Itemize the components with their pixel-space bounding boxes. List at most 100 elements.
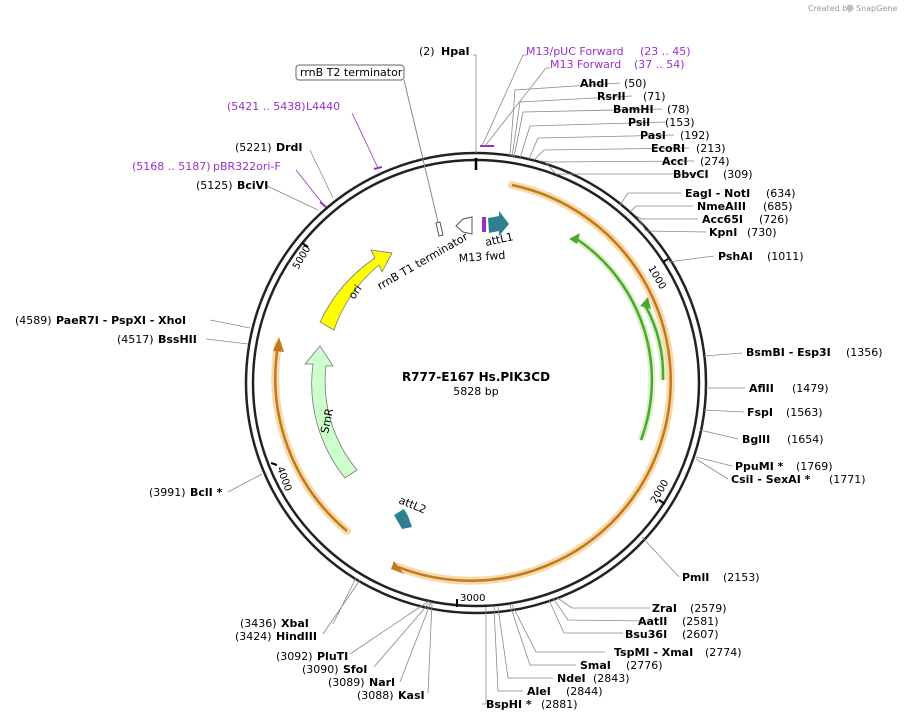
enzyme-fspi-pos: (1563) (786, 406, 823, 419)
primer-pbr322ori-range: (5168 .. 5187) (132, 160, 211, 173)
enzyme-kasi-name: KasI (398, 689, 425, 702)
tick-label-2000: 2000 (649, 478, 671, 506)
credit-brand: SnapGene (856, 4, 897, 13)
enzyme-pmli-name: PmlI (682, 571, 709, 584)
enzyme-bcli-pos: (3991) (149, 486, 186, 499)
enzyme-bsu36i-name: Bsu36I (625, 628, 667, 641)
enzyme-rsrii-pos: (71) (643, 90, 666, 103)
enzyme-paer7i-name: PaeR7I - PspXI - XhoI (56, 314, 186, 327)
primer-markers (319, 145, 494, 208)
enzyme-tspmi-xmai-name: TspMI - XmaI (614, 646, 693, 659)
enzyme-ndei-name: NdeI (557, 672, 586, 685)
enzyme-hpai-pos: (2) (419, 45, 435, 58)
enzyme-psii-name: PsiI (628, 116, 650, 129)
credit-text: Created by (808, 4, 852, 13)
feature-green-inner (640, 297, 667, 381)
enzyme-labels-right: (2) HpaI AhdI (50) RsrII (71) BamHI (78)… (419, 45, 883, 584)
primer-m13puc-name: M13/pUC Forward (526, 45, 624, 58)
enzyme-bbvci-pos: (309) (723, 168, 753, 181)
enzyme-ppumi-pos: (1769) (796, 460, 833, 473)
enzyme-alei-name: AleI (527, 685, 551, 698)
enzyme-ppumi-name: PpuMI * (735, 460, 784, 473)
enzyme-aflii-pos: (1479) (792, 382, 829, 395)
enzyme-nmeaiii-pos: (685) (763, 200, 793, 213)
enzyme-hpai-name: HpaI (441, 45, 470, 58)
cds-orange (391, 181, 675, 585)
enzyme-drdi-name: DrdI (276, 141, 303, 154)
m13fwd-marker (482, 217, 486, 232)
enzyme-sfoi-name: SfoI (343, 663, 367, 676)
enzyme-alei-pos: (2844) (566, 685, 603, 698)
enzyme-xbai-name: XbaI (281, 617, 309, 630)
feature-rrnb-t1-label: rrnB T1 terminator (375, 230, 471, 293)
enzyme-hindiii-pos: (3424) (235, 630, 272, 643)
enzyme-bcli-name: BclI * (190, 486, 223, 499)
enzyme-bsphi-pos: (2881) (541, 698, 578, 711)
enzyme-bsshii-pos: (4517) (117, 333, 154, 346)
enzyme-aatii-pos: (2581) (682, 615, 719, 628)
enzyme-aatii-name: AatII (638, 615, 667, 628)
enzyme-acci-pos: (274) (700, 155, 730, 168)
enzyme-acc65i-name: Acc65I (702, 213, 743, 226)
enzyme-smai-name: SmaI (580, 659, 611, 672)
feature-attl1: attL1 (484, 211, 515, 249)
tick-label-3000: 3000 (460, 593, 485, 604)
enzyme-ecori-pos: (213) (696, 142, 726, 155)
enzyme-psii-pos: (153) (665, 116, 695, 129)
enzyme-xbai-pos: (3436) (240, 617, 277, 630)
primer-leaders (295, 112, 379, 205)
enzyme-zrai-pos: (2579) (690, 602, 727, 615)
enzyme-bsmbi-esp3i-pos: (1356) (846, 346, 883, 359)
primer-m13puc-range: (23 .. 45) (640, 45, 691, 58)
plasmid-length: 5828 bp (453, 385, 498, 398)
enzyme-acc65i-pos: (726) (759, 213, 789, 226)
enzyme-zrai-name: ZraI (652, 602, 677, 615)
feature-green-outer (569, 233, 656, 442)
enzyme-paer7i-pos: (4589) (15, 314, 52, 327)
tick-label-4000: 4000 (274, 465, 293, 493)
enzyme-kpni-pos: (730) (747, 226, 777, 239)
primer-m13fwd-name: M13 Forward (550, 58, 621, 71)
feature-smr-label: SmR (318, 407, 336, 435)
feature-m13fwd: M13 fwd (458, 217, 506, 265)
enzyme-labels-left: (3991) BclI * (4517) BssHII (4589) PaeR7… (15, 141, 303, 499)
enzyme-kpni-name: KpnI (709, 226, 737, 239)
primer-l4440-name: L4440 (306, 100, 340, 113)
feature-m13fwd-label: M13 fwd (458, 249, 505, 265)
feature-rrnb-t2-label: rrnB T2 terminator (300, 66, 403, 79)
tick-label-5000: 5000 (291, 244, 313, 272)
enzyme-ahdi-pos: (50) (624, 77, 647, 90)
snapgene-logo-icon (846, 4, 854, 12)
enzyme-rsrii-name: RsrII (597, 90, 626, 103)
enzyme-pshai-pos: (1011) (767, 250, 804, 263)
tick-5000 (301, 242, 309, 248)
primer-m13fwd-range: (37 .. 54) (634, 58, 685, 71)
enzyme-drdi-pos: (5221) (235, 141, 272, 154)
enzyme-pluti-pos: (3092) (276, 650, 313, 663)
enzyme-bcivi-pos: (5125) (196, 179, 233, 192)
enzyme-pshai-name: PshAI (718, 250, 753, 263)
enzyme-ndei-pos: (2843) (593, 672, 630, 685)
enzyme-hindiii-name: HindIII (276, 630, 317, 643)
enzyme-tspmi-xmai-pos: (2774) (705, 646, 742, 659)
enzyme-bcivi-name: BciVI (237, 179, 268, 192)
enzyme-fspi-name: FspI (747, 406, 773, 419)
leader-lines (205, 54, 745, 705)
enzyme-bsshii-name: BssHII (158, 333, 197, 346)
enzyme-sfoi-pos: (3090) (302, 663, 339, 676)
enzyme-eagi-noti-pos: (634) (766, 187, 796, 200)
enzyme-pasi-name: PasI (640, 129, 666, 142)
rrnb-t2-box (295, 64, 405, 81)
primer-pbr322ori-name: pBR322ori-F (213, 160, 281, 173)
enzyme-pmli-pos: (2153) (723, 571, 760, 584)
enzyme-pasi-pos: (192) (680, 129, 710, 142)
enzyme-labels-bottom-left: (3088) KasI (3089) NarI (3090) SfoI (309… (235, 617, 425, 702)
feature-attl2: attL2 (394, 494, 428, 529)
enzyme-pluti-name: PluTI (317, 650, 348, 663)
enzyme-nari-name: NarI (369, 676, 395, 689)
cds-orange-left (271, 337, 351, 535)
enzyme-ecori-name: EcoRI (651, 142, 685, 155)
primer-labels: M13/pUC Forward (23 .. 45) M13 Forward (… (132, 45, 691, 173)
enzyme-eagi-noti-name: EagI - NotI (685, 187, 750, 200)
